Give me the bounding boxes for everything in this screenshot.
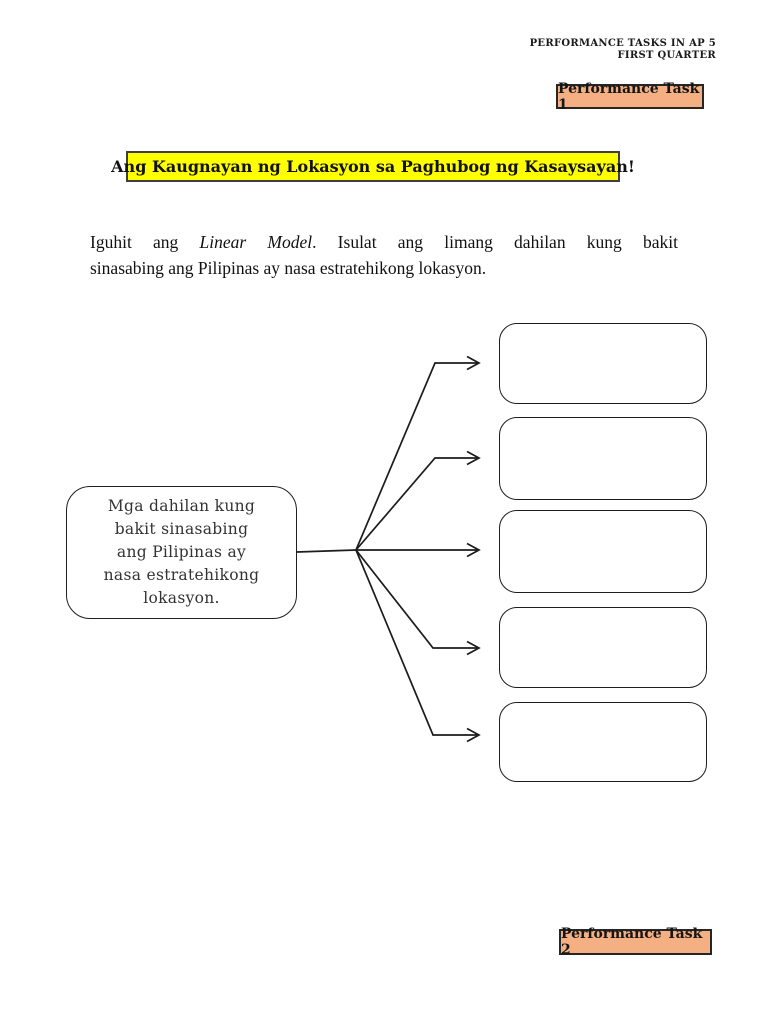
answer-box-2 bbox=[499, 417, 707, 500]
header-line-1: PERFORMANCE TASKS IN AP 5 bbox=[529, 38, 716, 49]
performance-task-1-label: Performance Task 1 bbox=[558, 80, 700, 113]
branch-line-2 bbox=[355, 457, 477, 551]
center-bubble-line: nasa estratehikong bbox=[103, 566, 260, 584]
document-header: PERFORMANCE TASKS IN AP 5 FIRST QUARTER bbox=[530, 38, 716, 62]
performance-task-2-label: Performance Task 2 bbox=[561, 926, 703, 958]
instruction-italic-text: Linear Model bbox=[199, 232, 313, 252]
branch-line-4 bbox=[355, 549, 477, 649]
answer-box-5 bbox=[499, 702, 707, 782]
arrowhead-icon bbox=[466, 450, 481, 466]
center-bubble-line: bakit sinasabing bbox=[114, 520, 249, 538]
center-bubble-line: lokasyon. bbox=[143, 589, 220, 607]
arrowhead-icon bbox=[466, 727, 481, 743]
instruction-line-1: Iguhit ang Linear Model. Isulat ang lima… bbox=[90, 229, 678, 255]
diagram-center-bubble: Mga dahilan kung bakit sinasabing ang Pi… bbox=[66, 486, 297, 619]
branch-line-5 bbox=[355, 549, 477, 736]
worksheet-title-banner: Ang Kaugnayan ng Lokasyon sa Paghubog ng… bbox=[111, 151, 635, 182]
instruction-line-2: sinasabing ang Pilipinas ay nasa estrate… bbox=[90, 258, 487, 278]
arrowhead-icon bbox=[466, 542, 481, 558]
performance-task-1-badge: Performance Task 1 bbox=[556, 81, 704, 113]
trunk-line bbox=[296, 549, 357, 553]
answer-box-1 bbox=[499, 323, 707, 404]
answer-box-3 bbox=[499, 510, 707, 593]
arrowhead-icon bbox=[466, 355, 481, 371]
instruction-paragraph: Iguhit ang Linear Model. Isulat ang lima… bbox=[90, 229, 678, 281]
instruction-text: . Isulat ang limang dahilan kung bakit bbox=[312, 232, 678, 252]
branch-line-1 bbox=[355, 362, 477, 551]
answer-box-4 bbox=[499, 607, 707, 688]
header-line-2: FIRST QUARTER bbox=[617, 50, 716, 61]
center-bubble-line: ang Pilipinas ay bbox=[116, 543, 247, 561]
instruction-text: Iguhit ang bbox=[90, 232, 200, 252]
arrowhead-icon bbox=[466, 640, 481, 656]
performance-task-2-badge: Performance Task 2 bbox=[559, 926, 712, 958]
worksheet-title: Ang Kaugnayan ng Lokasyon sa Paghubog ng… bbox=[111, 157, 635, 176]
center-bubble-line: Mga dahilan kung bbox=[107, 497, 256, 515]
